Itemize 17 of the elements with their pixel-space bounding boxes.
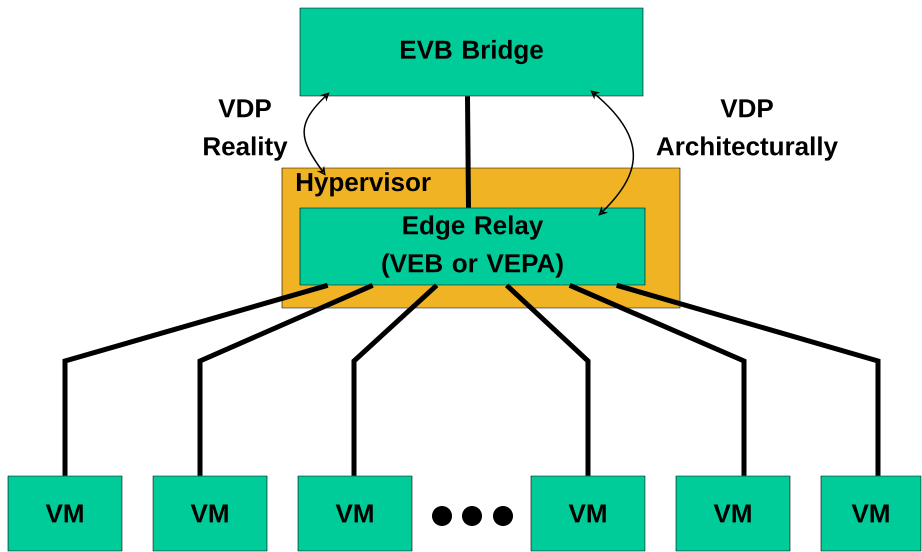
vm-box: VM [298,476,412,552]
connector [62,282,328,476]
vm-box: VM [8,476,122,552]
vm-box: VM [676,476,790,552]
relay-box: Edge Relay (VEB or VEPA) [300,208,646,286]
vm-box: VM [152,476,268,552]
vm-box: VM [530,476,646,552]
bridge-box: EVB Bridge [300,8,644,96]
edge-label: VDP Architecturally [656,99,838,161]
edge-label: VDP Reality [204,99,288,161]
connector [616,282,880,476]
vm-box: VM [820,476,922,552]
connector [505,283,590,476]
connector [568,283,746,476]
connector [198,283,374,476]
connector [465,96,471,208]
connector [352,283,438,476]
